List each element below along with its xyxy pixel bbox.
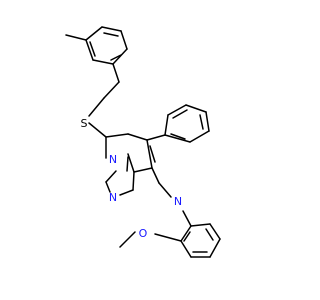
bond-line: [110, 54, 122, 61]
sulfur-atom-label: S: [81, 117, 88, 130]
bond-line: [133, 167, 153, 173]
bond-line: [146, 134, 166, 141]
bond-lines: [65, 26, 221, 258]
oxygen-atom-label: O: [139, 227, 148, 240]
bond-line: [205, 228, 214, 241]
bond-line: [158, 182, 172, 198]
bond-line: [151, 167, 160, 184]
bond-line: [189, 130, 210, 143]
bond-line: [112, 48, 128, 65]
bond-line: [167, 104, 187, 116]
bond-line: [205, 111, 210, 132]
bond-line: [103, 81, 120, 99]
bond-line: [119, 189, 134, 196]
bond-line: [103, 32, 119, 37]
bond-line: [127, 153, 135, 173]
bond-line: [65, 34, 87, 41]
nitrogen-upper-label: N: [109, 153, 117, 166]
bond-line: [105, 133, 129, 138]
bond-line: [183, 231, 191, 242]
bond-line: [209, 223, 221, 240]
bond-line: [146, 139, 153, 169]
bond-line: [164, 134, 191, 143]
nitrogen-pyrrole-label: N: [174, 195, 182, 208]
bond-line: [185, 104, 207, 113]
bond-line: [132, 171, 135, 191]
bond-line: [88, 97, 105, 117]
bond-line: [180, 225, 192, 242]
bond-line: [172, 109, 188, 119]
bond-line: [119, 231, 136, 248]
bond-line: [126, 156, 129, 172]
bond-line: [180, 240, 192, 258]
bond-line: [209, 238, 221, 258]
bond-line: [149, 145, 156, 163]
bond-line: [85, 26, 103, 41]
bond-line: [127, 133, 148, 141]
bond-line: [164, 114, 169, 136]
bond-line: [89, 41, 96, 57]
bond-line: [182, 210, 192, 227]
bond-line: [101, 26, 122, 32]
bond-line: [170, 133, 186, 140]
nitrogen-lower-label: N: [109, 191, 117, 204]
bond-line: [199, 114, 204, 130]
atom-labels: S N N N O: [81, 117, 183, 240]
bond-line: [105, 181, 111, 193]
bond-line: [120, 30, 128, 50]
bond-line: [154, 233, 182, 242]
bond-line: [85, 39, 94, 61]
bond-line: [92, 59, 114, 65]
bond-line: [190, 223, 211, 227]
bond-line: [88, 122, 107, 138]
molecule-structure: S N N N O: [65, 26, 221, 258]
bond-line: [105, 170, 117, 183]
bond-line: [112, 63, 120, 83]
